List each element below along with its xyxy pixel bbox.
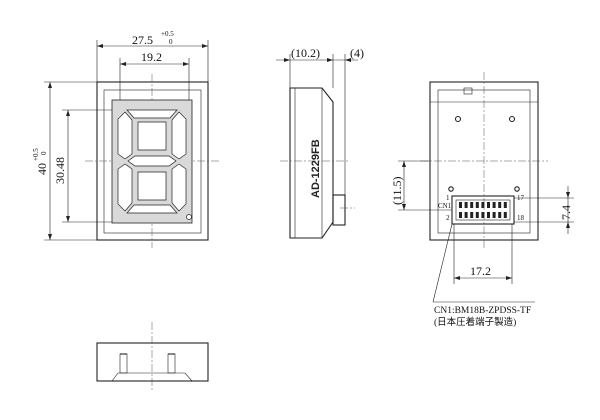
pin-left (119, 353, 128, 374)
connector-pin (470, 202, 474, 208)
connector-pin (487, 202, 490, 208)
part-number-label: AD-1229FB (310, 139, 322, 198)
pitch-dimension: 7.4 (559, 205, 573, 220)
connector-cn1: CN1 1 2 17 18 (438, 194, 525, 225)
connector-tab (332, 194, 346, 226)
pin-1-label: 1 (446, 194, 450, 202)
mounting-hole-bottom-left (448, 186, 454, 192)
mounting-hole-bottom-right (514, 186, 520, 192)
seven-segment-digit (111, 99, 193, 224)
pin-right (167, 353, 176, 374)
connector-leader-line (432, 223, 453, 303)
front-view: 27.5 +0.5 0 19.2 40 +0.5 0 30.48 (32, 30, 220, 248)
depth-dimension: (10.2) (291, 46, 320, 60)
width-dimension: 27.5 (132, 33, 153, 47)
bottom-view (96, 322, 209, 392)
inner-width-dimension: 19.2 (141, 50, 162, 64)
connector-width-dimension: 17.2 (470, 264, 491, 278)
segment-g (127, 155, 177, 167)
connector-height-dimension: (11.5) (390, 176, 404, 205)
connector-pin (475, 202, 479, 208)
connector-pin (492, 212, 496, 218)
segment-f (117, 111, 133, 160)
front-inner-frame (103, 89, 202, 234)
bottom-outline (96, 342, 209, 382)
pin-18-label: 18 (517, 214, 525, 222)
connector-pin (459, 212, 462, 218)
connector-pin (481, 202, 485, 208)
lower-window (137, 171, 167, 201)
connector-pin (492, 202, 496, 208)
rear-view: CN1 1 2 17 18 (11.5) 7.4 17.2 (390, 72, 574, 328)
width-tolerance-upper: +0.5 (161, 30, 174, 38)
height-tolerance-upper: +0.5 (32, 148, 40, 161)
connector-maker-note: (日本圧着端子製造) (434, 316, 516, 328)
mounting-hole-top-left (454, 115, 462, 123)
connector-pin (498, 202, 502, 208)
mounting-hole-top-right (508, 115, 516, 123)
height-tolerance-lower: 0 (40, 151, 48, 155)
width-tolerance-lower: 0 (169, 38, 173, 46)
connector-pin (503, 202, 507, 208)
connector-pin (464, 212, 468, 218)
connector-pin (503, 212, 507, 218)
connector-pin (470, 212, 474, 218)
side-view: AD-1229FB (10.2) (4) (276, 46, 364, 239)
connector-label: CN1 (438, 202, 452, 210)
top-tab (463, 87, 473, 95)
segment-a (126, 109, 178, 119)
connector-pin (475, 212, 479, 218)
connector-pin (464, 202, 468, 208)
connector-pin (487, 212, 490, 218)
connector-pin (459, 202, 462, 208)
connector-part-number: CN1:BM18B-ZPDSS-TF (434, 306, 531, 316)
tab-dimension: (4) (350, 46, 364, 60)
decimal-point (186, 214, 192, 220)
height-dimension: 40 (35, 163, 49, 175)
connector-pin (481, 212, 485, 218)
connector-pin (498, 212, 502, 218)
segment-e (117, 163, 133, 212)
segment-d (126, 204, 178, 214)
segment-c (171, 163, 187, 212)
inner-height-dimension: 30.48 (53, 157, 67, 184)
pin-2-label: 2 (446, 214, 450, 222)
upper-window (137, 121, 167, 151)
segment-b (171, 111, 187, 160)
